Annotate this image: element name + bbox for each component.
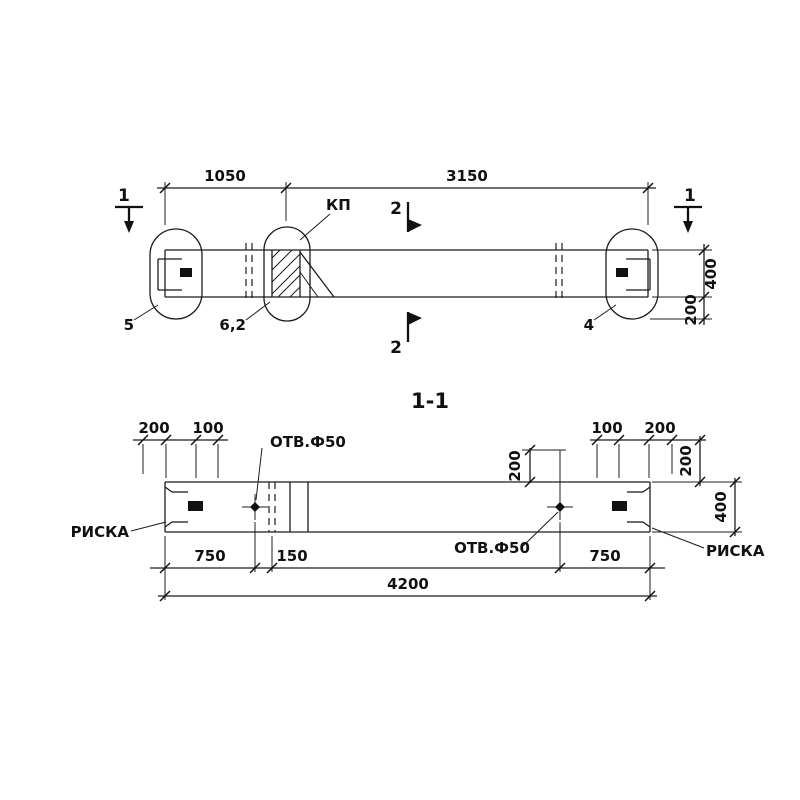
dim-200-mid: 200 xyxy=(506,450,524,481)
dim-200-top-left: 200 xyxy=(138,419,169,437)
dim-4200: 4200 xyxy=(387,575,429,593)
section-1-right-arrow xyxy=(683,221,693,233)
dim-100-top-right: 100 xyxy=(591,419,622,437)
kp-callout: КП xyxy=(299,196,351,241)
dim-400-top-view: 400 xyxy=(702,258,720,289)
dim-150: 150 xyxy=(276,547,307,565)
riska-callout-right: РИСКА xyxy=(651,527,765,560)
section-1-right-label: 1 xyxy=(684,186,696,206)
section-1-left-arrow xyxy=(124,221,134,233)
riska-left-label: РИСКА xyxy=(71,523,130,541)
top-left-dims: 200 100 xyxy=(133,419,228,478)
section-2-top-arrow xyxy=(408,219,422,232)
hole-right-mark xyxy=(547,494,573,520)
hole-depth-dim: 200 xyxy=(506,444,566,494)
section-marker-2-top: 2 xyxy=(390,199,422,232)
section-view: 1-1 xyxy=(71,389,765,602)
dim-200-side: 200 xyxy=(677,445,695,476)
riska-right-label: РИСКА xyxy=(706,542,765,560)
top-view: 1050 3150 1 1 xyxy=(115,167,720,358)
section-2-bottom-label: 2 xyxy=(390,338,402,358)
top-right-dims: 100 200 xyxy=(590,419,706,478)
section-hidden-lines xyxy=(268,482,309,532)
section-1-left-label: 1 xyxy=(118,186,130,206)
left-end-recess xyxy=(149,228,203,320)
dim-750-left: 750 xyxy=(194,547,225,565)
riska-callout-left: РИСКА xyxy=(71,521,167,541)
hole-left-mark xyxy=(242,494,268,520)
section-title: 1-1 xyxy=(411,389,449,413)
dim-750-right: 750 xyxy=(589,547,620,565)
part-4-label: 4 xyxy=(584,316,594,334)
bottom-dimension-chain: 750 150 750 xyxy=(150,522,665,600)
section-marker-1-right: 1 xyxy=(674,186,702,233)
dim-400-side: 400 xyxy=(712,491,730,522)
section-2-top-label: 2 xyxy=(390,199,402,219)
part-5-label: 5 xyxy=(124,316,134,334)
beam-outline-section-view xyxy=(164,481,651,533)
hidden-joint-lines xyxy=(245,243,563,303)
top-dimension-chain: 1050 3150 xyxy=(157,167,656,225)
left-end-detail xyxy=(164,486,203,528)
section-marker-2-bottom: 2 xyxy=(390,312,422,358)
hole-callout-left: ОТВ.Ф50 xyxy=(255,433,346,501)
beam-outline-top-view xyxy=(164,249,649,298)
dim-100-top-left: 100 xyxy=(192,419,223,437)
section-2-bottom-arrow xyxy=(408,312,422,325)
kp-label: КП xyxy=(326,196,351,214)
dim-200-top-view: 200 xyxy=(682,294,700,325)
middle-recess xyxy=(263,226,311,322)
dim-3150: 3150 xyxy=(446,167,488,185)
hole-callout-right: ОТВ.Ф50 xyxy=(454,511,559,557)
top-view-height-dims: 400 200 xyxy=(650,244,720,326)
left-anchor-detail xyxy=(157,258,192,291)
section-marker-1-left: 1 xyxy=(115,186,143,233)
right-end-detail xyxy=(612,486,651,528)
section-height-dims: 200 400 xyxy=(652,434,742,538)
hole-left-label: ОТВ.Ф50 xyxy=(270,433,346,451)
dim-200-top-right: 200 xyxy=(644,419,675,437)
hole-right-label: ОТВ.Ф50 xyxy=(454,539,530,557)
kp-console-hatch xyxy=(271,249,335,298)
dim-1050: 1050 xyxy=(204,167,246,185)
part-callouts: 5 6,2 4 xyxy=(124,301,617,334)
right-anchor-detail xyxy=(616,258,651,291)
part-62-label: 6,2 xyxy=(219,316,246,334)
overall-dim: 4200 xyxy=(158,575,657,602)
right-end-recess xyxy=(605,228,659,320)
